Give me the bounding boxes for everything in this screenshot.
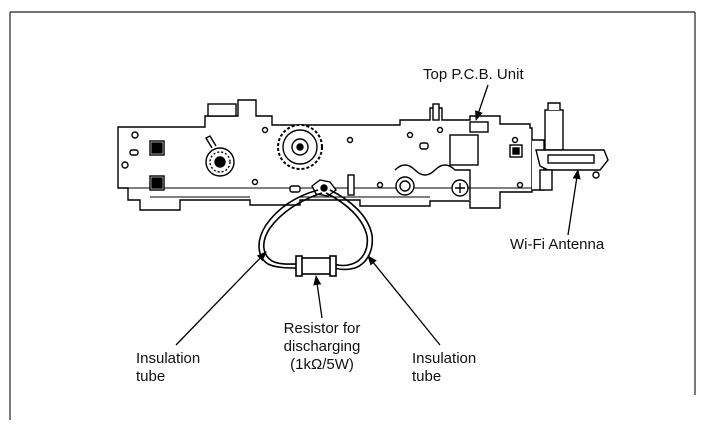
label-line: (1kΩ/5W): [290, 356, 354, 373]
label-line: tube: [412, 368, 442, 385]
wifi-antenna-drawing: [535, 102, 609, 191]
leader-top-pcb: [475, 84, 489, 121]
label-insulation-tube-right: Insulation tube: [412, 350, 476, 386]
label-line: Insulation: [136, 350, 201, 367]
label-insulation-tube-left: Insulation tube: [136, 350, 200, 386]
leader-tube-right: [367, 255, 441, 346]
label-resistor: Resistor for discharging (1kΩ/5W): [272, 320, 372, 374]
label-line: Insulation: [412, 350, 477, 367]
discharge-resistor-assembly: [258, 189, 374, 277]
label-wifi-antenna: Wi-Fi Antenna: [510, 236, 605, 253]
frame-border: [9, 11, 696, 420]
label-line: Resistor for: [283, 320, 361, 337]
label-line: tube: [136, 368, 166, 385]
label-top-pcb-unit: Top P.C.B. Unit: [423, 66, 524, 83]
top-pcb-unit-drawing: [117, 99, 545, 211]
label-line: discharging: [283, 338, 361, 355]
leader-wifi: [567, 169, 581, 236]
leader-lines: [175, 84, 581, 346]
leader-resistor: [313, 275, 323, 319]
leader-tube-left: [175, 251, 267, 346]
